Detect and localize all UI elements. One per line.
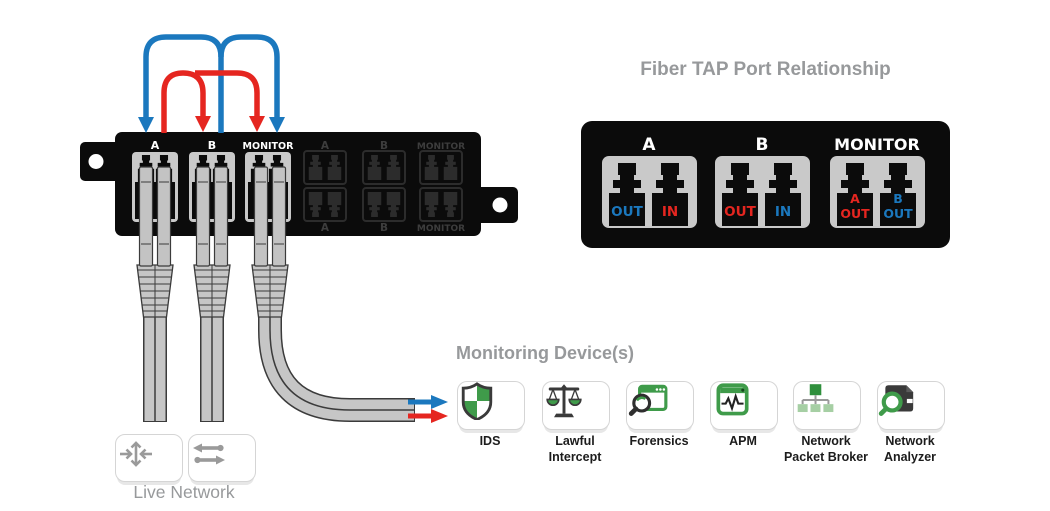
monitor-b-out-line1: B <box>893 191 903 206</box>
monitor-a-out-line1: A <box>850 191 860 206</box>
shield-ids-icon <box>461 382 493 420</box>
svg-text:B: B <box>756 135 769 155</box>
monitor-a-out-line2: OUT <box>840 206 870 221</box>
svg-text:A: A <box>321 140 330 152</box>
scales-icon <box>546 384 582 418</box>
port-b-in: IN <box>775 204 791 220</box>
port-label: MONITOR <box>243 141 295 152</box>
live-network-box-switch <box>188 434 256 482</box>
device-box-apm <box>710 381 778 430</box>
live-network-box-router <box>115 434 183 482</box>
svg-text:MONITOR: MONITOR <box>417 142 465 152</box>
device-box-network-packet-broker <box>793 381 861 430</box>
live-network-label: Live Network <box>133 482 235 502</box>
switch-icon <box>193 443 225 465</box>
monitor-feed-arrow-red <box>408 409 448 423</box>
relationship-title: Fiber TAP Port Relationship <box>640 59 891 80</box>
device-box-forensics <box>626 381 694 430</box>
waveform-monitor-icon <box>716 383 749 416</box>
port-a-in: IN <box>662 204 678 220</box>
port-a-out: OUT <box>611 204 643 220</box>
relationship-group-b: B OUT IN <box>715 135 810 228</box>
connector-assembly-b <box>193 166 231 318</box>
device-label-network-packet-broker: Network Packet Broker <box>783 434 869 464</box>
flow-arrows-red <box>161 70 265 133</box>
device-label-ids: IDS <box>479 434 501 448</box>
port-b-out: OUT <box>724 204 756 220</box>
svg-text:B: B <box>380 222 388 234</box>
svg-text:B: B <box>380 140 388 152</box>
flow-arrows-blue <box>138 34 285 133</box>
disk-search-icon <box>878 385 914 416</box>
connector-assembly-a <box>136 166 174 318</box>
monitor-feed-arrow-blue <box>408 395 448 409</box>
relationship-group-monitor: MONITOR A OUT B OUT <box>830 135 925 228</box>
monitoring-title: Monitoring Device(s) <box>456 343 635 363</box>
port-label: A <box>151 139 160 152</box>
router-icon <box>120 441 152 467</box>
inactive-port-group-monitor: MONITOR MONITOR <box>417 142 465 234</box>
monitor-b-out-line2: OUT <box>883 206 913 221</box>
network-cables <box>136 166 448 423</box>
relationship-group-a: A OUT IN <box>602 135 697 228</box>
device-label-lawful-intercept: Lawful Intercept <box>548 434 602 464</box>
inactive-port-group-b: B B <box>362 140 406 234</box>
port-relationship-diagram: A OUT IN B OUT IN MONITOR <box>581 121 950 248</box>
device-label-apm: APM <box>729 434 757 448</box>
port-label: B <box>208 139 216 152</box>
svg-text:A: A <box>642 135 656 155</box>
svg-text:MONITOR: MONITOR <box>834 135 920 154</box>
device-label-network-analyzer: Network Analyzer <box>883 434 937 464</box>
inactive-port-group-a: A A <box>303 140 347 234</box>
svg-text:A: A <box>321 222 330 234</box>
device-box-ids <box>457 381 525 430</box>
right-screw-hole <box>492 197 508 213</box>
connector-assembly-monitor <box>251 166 289 318</box>
svg-text:MONITOR: MONITOR <box>417 224 465 234</box>
left-screw-hole <box>88 154 104 169</box>
browser-search-icon <box>628 384 668 416</box>
device-box-lawful-intercept <box>542 381 610 430</box>
active-port-group-monitor: MONITOR <box>243 141 295 222</box>
device-label-forensics: Forensics <box>629 434 689 448</box>
tree-topology-icon <box>797 384 834 413</box>
device-box-network-analyzer <box>877 381 945 430</box>
flow-arrows <box>138 34 285 133</box>
